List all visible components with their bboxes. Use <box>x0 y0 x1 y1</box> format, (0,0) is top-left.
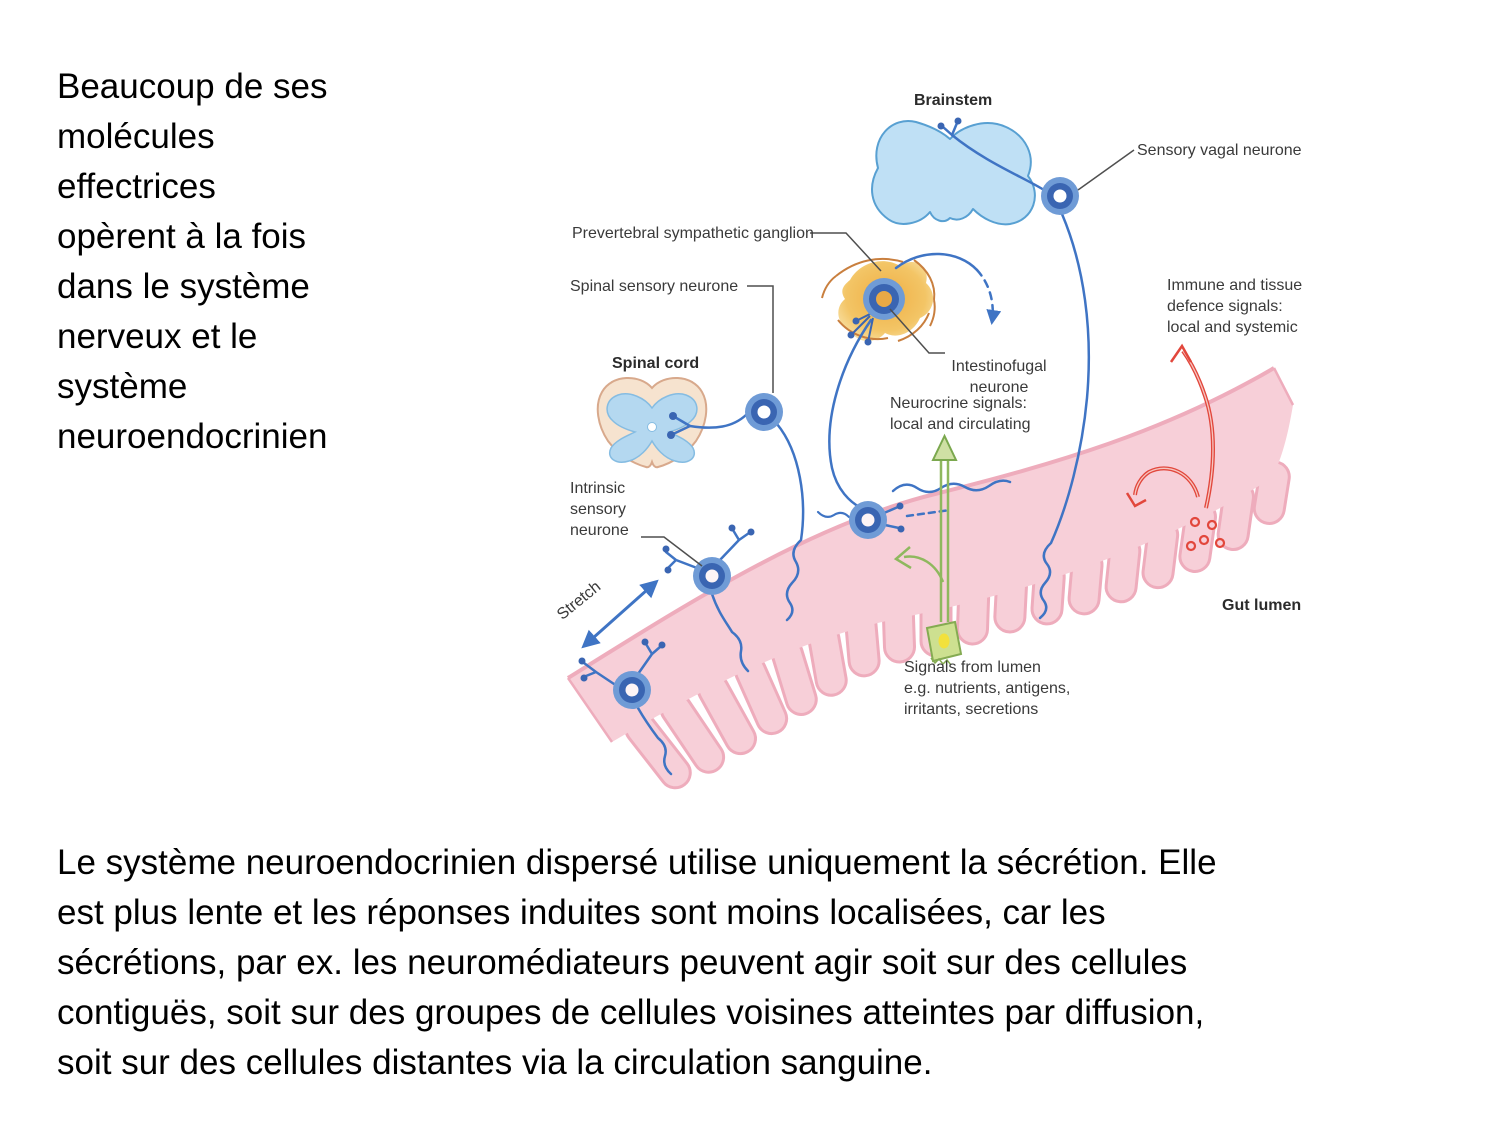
intrinsic-sensory-neurone-soma-1 <box>693 557 731 595</box>
intrinsic-axon-2 <box>636 706 673 776</box>
gut-wall <box>566 366 1295 790</box>
brush-border <box>930 657 952 666</box>
cell-nucleus <box>938 633 950 649</box>
green-arrowhead-up <box>931 433 958 461</box>
ganglion-dendrites <box>850 312 874 343</box>
ganglion-output-dashed <box>975 268 1002 325</box>
stretch-arrow <box>581 579 659 649</box>
intro-text: Beaucoup de ses molécules effectrices op… <box>57 67 328 456</box>
label-prevertebral-ganglion: Prevertebral sympathetic ganglion <box>572 225 814 242</box>
vagal-afferent-axon-descending <box>1038 212 1091 620</box>
leader-intrinsic <box>641 536 703 567</box>
red-arrowhead-down <box>1125 492 1147 508</box>
ganglion-output-arc <box>894 252 979 272</box>
leader-intestinofugal <box>889 308 945 354</box>
lumen-sensor-cell <box>925 620 963 666</box>
brainstem-shape <box>871 120 1036 226</box>
wavy-ending-mid <box>891 479 1012 494</box>
intestinofugal-axon <box>828 318 873 510</box>
body-text: Le système neuroendocrinien dispersé uti… <box>57 843 1217 1082</box>
sympathetic-ending-wavy <box>816 510 851 519</box>
gut-wall-outer-edge <box>566 366 1276 680</box>
sensory-vagal-neurone-soma <box>1041 177 1079 215</box>
gut-wall-cut-edges <box>566 367 1295 743</box>
leader-lines <box>641 149 1135 567</box>
intrinsic-sensory-neurone-soma-2 <box>613 671 651 709</box>
nerve-fibres <box>582 121 1091 776</box>
label-intestinofugal-neurone: Intestinofugal neurone <box>951 358 1047 396</box>
label-signals-from-lumen: Signals from lumen e.g. nutrients, antig… <box>904 659 1071 718</box>
leader-sensory-vagal <box>1077 149 1135 191</box>
central-canal <box>647 422 657 432</box>
ganglion-neurone-soma <box>863 278 905 320</box>
gut-wall-body <box>568 368 1293 742</box>
spinal-sensory-neurone-soma <box>745 393 783 431</box>
label-gut-lumen: Gut lumen <box>1222 597 1302 614</box>
intestinofugal-dendrite-dashed <box>905 508 952 518</box>
spinal-cord-shape <box>596 376 708 469</box>
label-intrinsic-sensory-neurone: Intrinsic sensory neurone <box>570 480 629 539</box>
label-immune-signals: Immune and tissue defence signals: local… <box>1167 277 1303 336</box>
leader-prevertebral <box>810 232 882 272</box>
leader-spinal-sensory <box>747 285 774 393</box>
label-sensory-vagal-neurone: Sensory vagal neurone <box>1137 142 1302 159</box>
red-signal-dots <box>1185 516 1226 552</box>
label-spinal-sensory-neurone: Spinal sensory neurone <box>570 278 739 295</box>
spinal-afferent-axon-descending <box>775 422 805 622</box>
label-brainstem: Brainstem <box>914 92 993 109</box>
red-arrowhead-up <box>1169 343 1193 363</box>
label-spinal-cord: Spinal cord <box>612 355 700 372</box>
green-arrowhead-left <box>893 546 912 570</box>
lumen-signal-arrow <box>893 433 958 622</box>
vagal-afferent-axon <box>950 133 1046 192</box>
intrinsic-axon-1 <box>710 592 750 673</box>
immune-signal-arrows <box>1125 343 1226 552</box>
intestinofugal-neurone-soma <box>849 501 887 539</box>
label-neurocrine-signals: Neurocrine signals: local and circulatin… <box>890 395 1031 433</box>
